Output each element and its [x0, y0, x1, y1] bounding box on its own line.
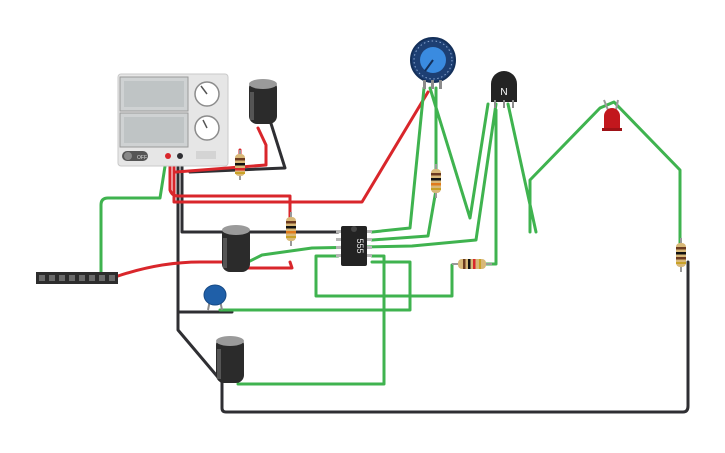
wire-black[interactable]: [220, 260, 690, 414]
wire-red[interactable]: [174, 126, 268, 174]
ic-label: 555: [355, 238, 365, 253]
black-wires: [176, 112, 690, 414]
wire-green[interactable]: [218, 260, 412, 312]
wire-green[interactable]: [370, 188, 438, 242]
pin-header[interactable]: [36, 272, 118, 284]
wire-red[interactable]: [246, 260, 294, 270]
switch-label: OFF: [137, 155, 147, 161]
transistor-label: N: [500, 87, 507, 98]
current-knob[interactable]: [194, 115, 220, 141]
power-supply[interactable]: OFF: [117, 73, 229, 167]
resistor[interactable]: [452, 259, 492, 269]
resistor[interactable]: [235, 150, 245, 180]
resistor[interactable]: [431, 164, 441, 198]
red-wires: [116, 90, 430, 278]
electrolytic-capacitor[interactable]: [222, 225, 250, 272]
wire-green[interactable]: [370, 86, 426, 234]
red-led[interactable]: [602, 99, 622, 131]
electrolytic-capacitor[interactable]: [216, 336, 244, 383]
wire-black[interactable]: [176, 310, 224, 384]
resistor[interactable]: [286, 212, 296, 246]
timer-ic-555[interactable]: 555: [336, 226, 372, 266]
wire-green[interactable]: [314, 254, 454, 298]
wire-green[interactable]: [236, 254, 386, 386]
wire-black[interactable]: [188, 112, 287, 174]
wire-green[interactable]: [506, 102, 538, 234]
wire-red[interactable]: [116, 260, 238, 278]
npn-transistor[interactable]: N: [491, 71, 517, 108]
resistor[interactable]: [676, 238, 686, 272]
wire-red[interactable]: [172, 90, 430, 204]
wire-green[interactable]: [99, 158, 168, 278]
negative-terminal[interactable]: [177, 153, 183, 159]
positive-terminal[interactable]: [165, 153, 171, 159]
ceramic-capacitor[interactable]: [203, 284, 227, 311]
wire-green[interactable]: [428, 86, 490, 220]
electrolytic-capacitor[interactable]: [249, 79, 277, 124]
potentiometer[interactable]: [410, 37, 456, 89]
